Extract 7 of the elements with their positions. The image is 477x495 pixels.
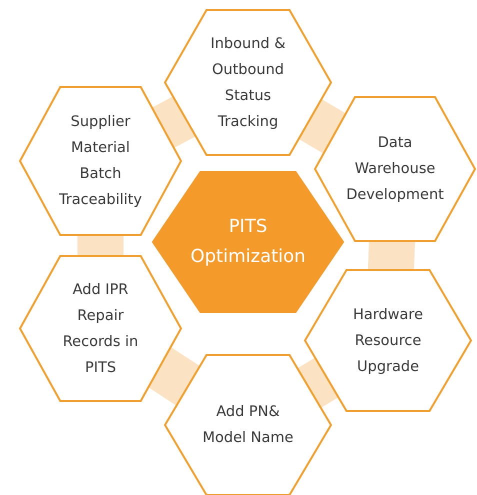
hexagon-label: Supplier Material Batch Traceability — [58, 113, 143, 210]
hexagon-label: Add IPR Repair Records in PITS — [62, 280, 140, 378]
hexagon-label: Data Warehouse Development — [346, 134, 444, 205]
hexagon-label: Hardware Resource Upgrade — [352, 306, 424, 376]
hub-title: PITS Optimization — [190, 215, 306, 269]
hexagon-label: Add PN& Model Name — [202, 403, 294, 448]
hexagon-label: Inbound & Outbound Status Tracking — [209, 34, 287, 132]
